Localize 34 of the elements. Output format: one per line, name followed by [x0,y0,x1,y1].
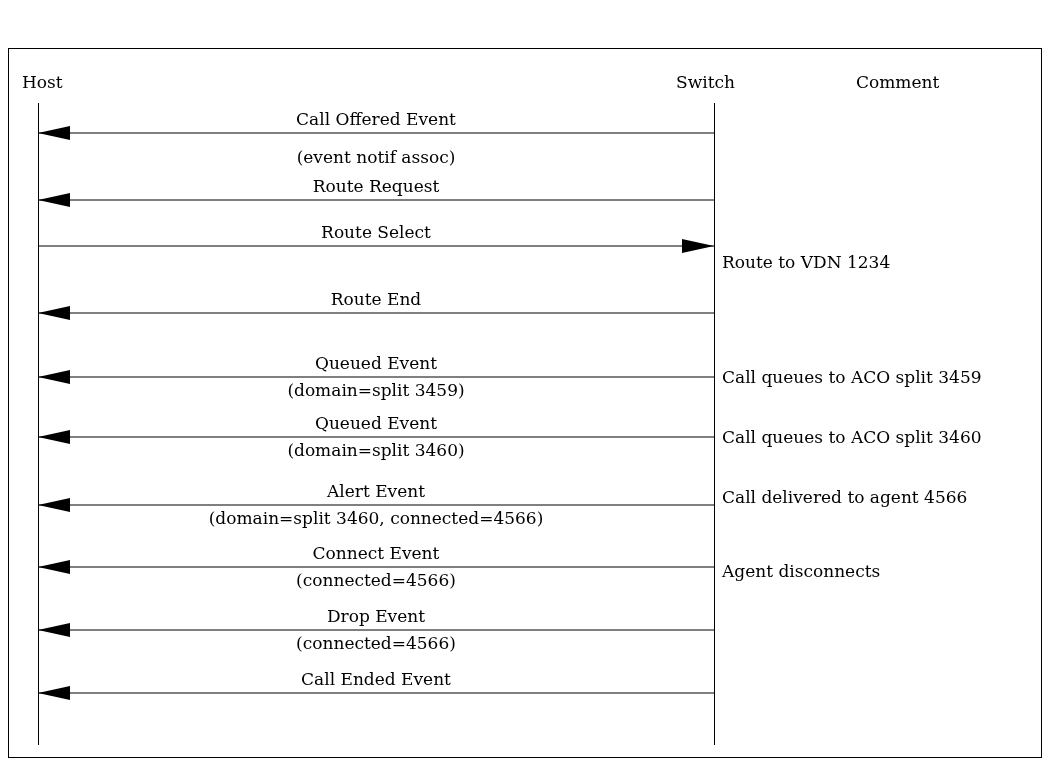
participant-label: Host [22,72,63,92]
comment-text: Call queues to ACO split 3459 [722,367,982,387]
message-label: Call Ended Event [301,669,451,689]
message-parameters: (domain=split 3460) [287,440,465,460]
participant-label: Switch [676,72,735,92]
message-label: Route Request [312,176,440,196]
message-label: Drop Event [326,606,426,626]
message-arrow [37,686,715,700]
message-label: Alert Event [327,481,425,501]
comment-text: Call queues to ACO split 3460 [722,427,982,447]
comment-text: Agent disconnects [722,561,881,581]
message-parameters: (event notif assoc) [296,147,456,167]
comment-text: Call delivered to agent 4566 [722,487,968,507]
message-label: Connect Event [312,543,440,563]
message-arrow [37,498,715,512]
message-arrow [37,430,715,444]
message-label: Queued Event [314,413,438,433]
message-arrow [37,560,715,574]
message-parameters: (domain=split 3459) [287,380,465,400]
message-label: Queued Event [314,353,438,373]
message-parameters: (connected=4566) [296,633,456,653]
message-arrow [37,126,715,140]
message-parameters: (connected=4566) [296,570,456,590]
message-arrow [37,193,715,207]
comment-text: Route to VDN 1234 [722,252,891,272]
message-label: Call Offered Event [296,109,456,129]
message-label: Route Select [321,222,431,242]
message-arrow [37,239,715,253]
message-arrow [37,623,715,637]
message-arrow [37,306,715,320]
message-parameters: (domain=split 3460, connected=4566) [208,508,544,528]
column-heading: Comment [856,72,940,92]
message-arrow [37,370,715,384]
message-label: Route End [330,289,422,309]
